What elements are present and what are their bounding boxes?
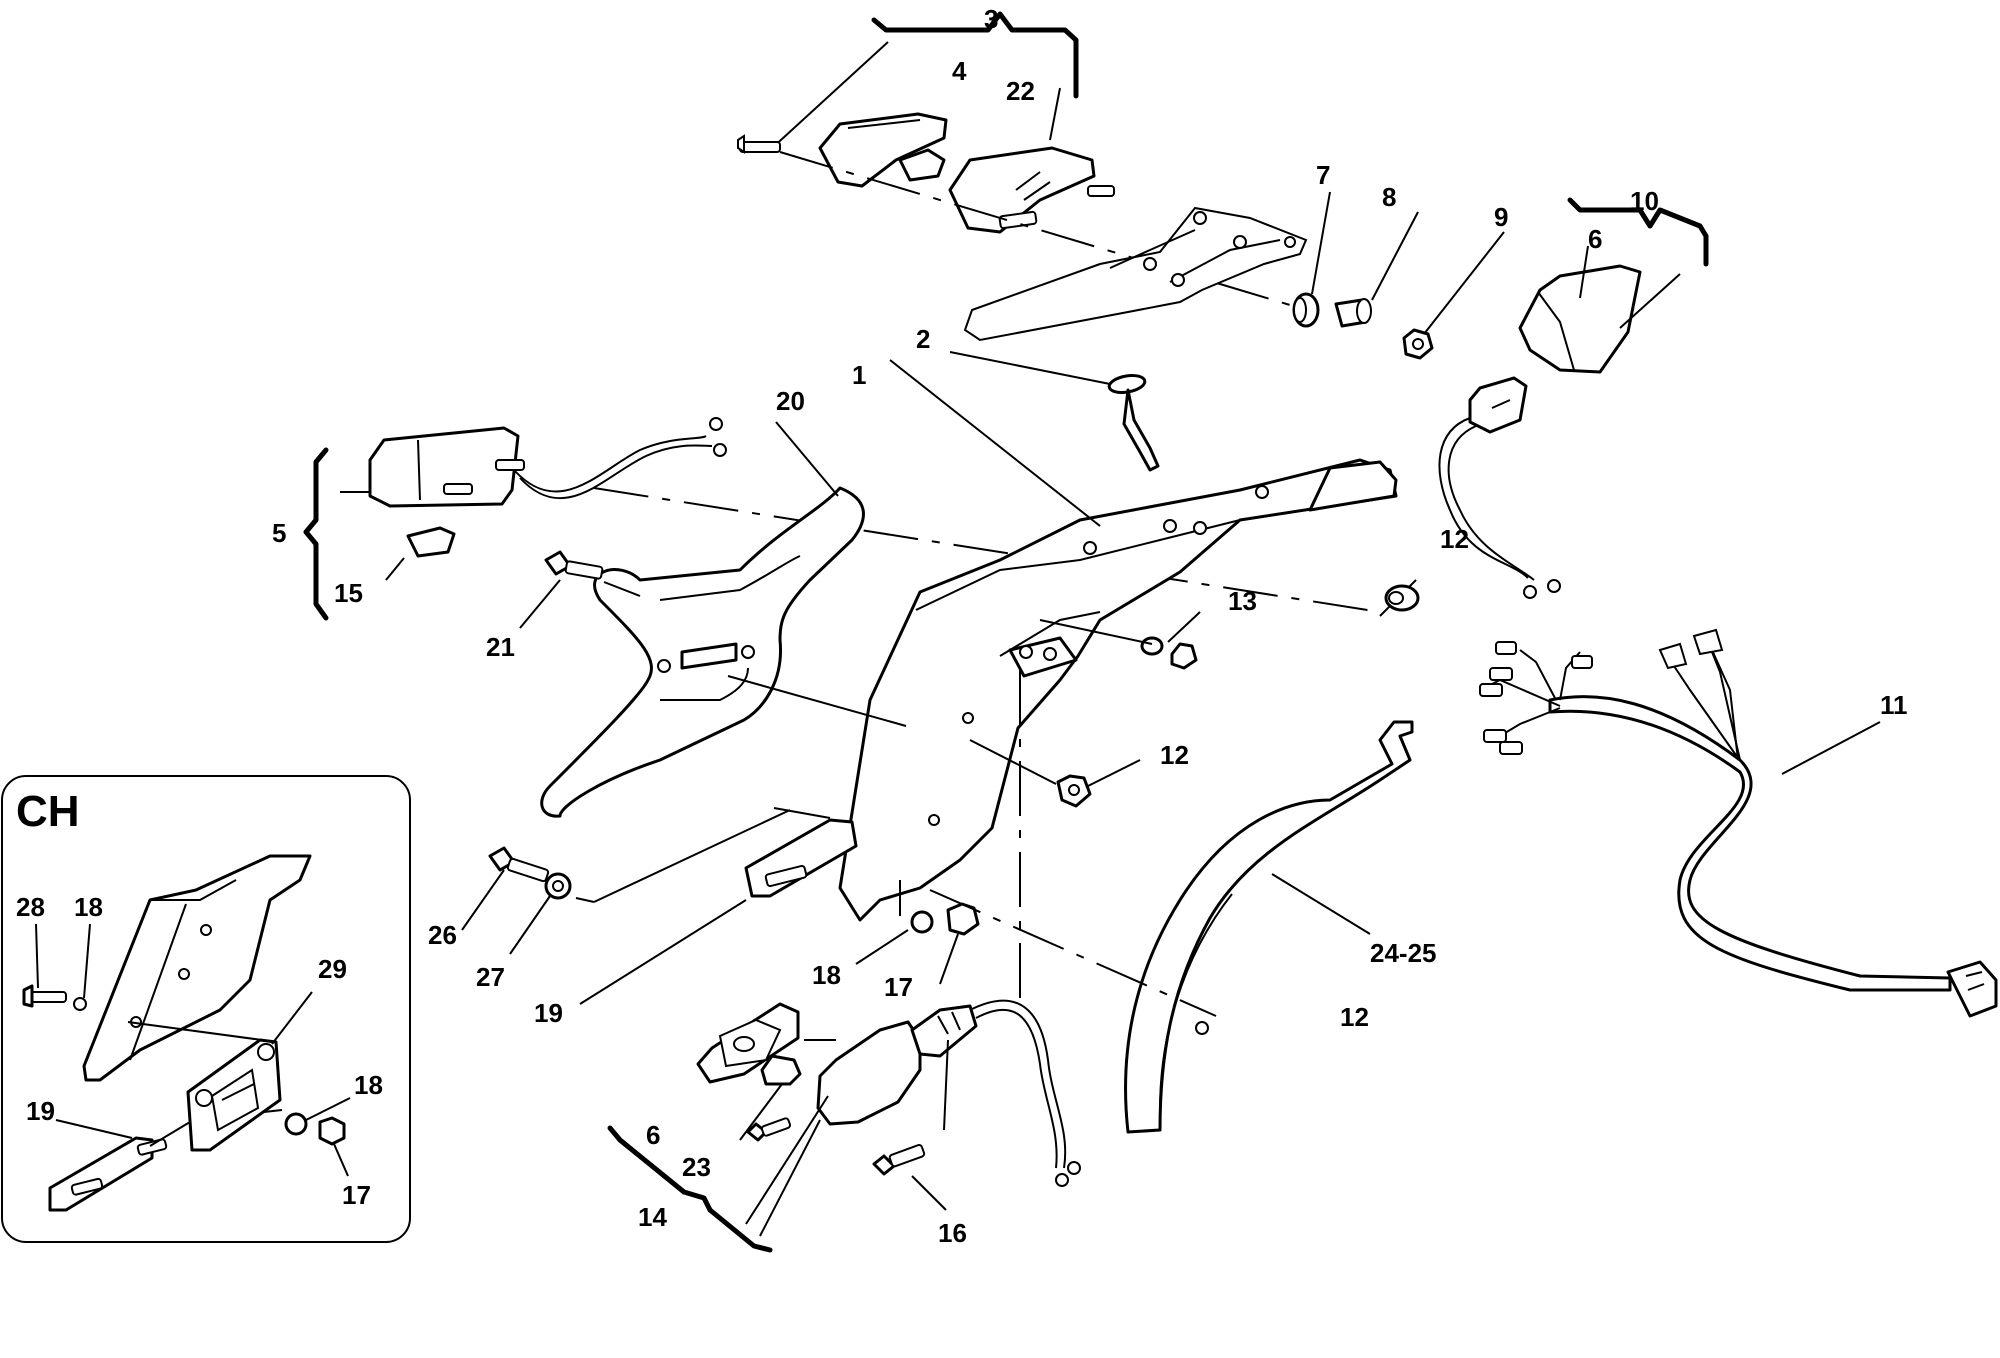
nut xyxy=(1056,774,1092,808)
tail-light-assembly xyxy=(737,11,1301,309)
rear-mudguard xyxy=(1124,720,1414,1134)
spacer-rubber xyxy=(1292,292,1320,328)
washer-and-nut xyxy=(1140,636,1198,670)
license-plate-holder xyxy=(540,486,865,818)
washer xyxy=(910,910,934,934)
label-27: 27 xyxy=(476,962,505,992)
tail-light-lens xyxy=(818,112,948,188)
rear-fender xyxy=(838,458,1398,922)
tail-light-screw xyxy=(737,134,781,154)
label-2: 2 xyxy=(916,324,930,354)
label-15: 15 xyxy=(334,578,363,608)
screw xyxy=(746,1117,792,1142)
label-3: 3 xyxy=(984,4,998,34)
label-5: 5 xyxy=(272,518,286,548)
license-plate-light xyxy=(303,417,727,621)
wiring-harness xyxy=(1479,628,1998,1018)
label-6-bottom: 6 xyxy=(646,1120,660,1150)
label-10: 10 xyxy=(1630,186,1659,216)
right-turn-signal xyxy=(1438,197,1709,599)
bushing xyxy=(1334,298,1372,328)
screw xyxy=(488,846,550,883)
inset-label-28: 28 xyxy=(16,892,45,922)
label-11: 11 xyxy=(1880,690,1908,720)
tail-light-bracket xyxy=(963,206,1308,342)
label-23: 23 xyxy=(682,1152,711,1182)
label-6-top: 6 xyxy=(1588,224,1602,254)
label-7: 7 xyxy=(1316,160,1330,190)
label-18: 18 xyxy=(812,960,841,990)
tail-light-bulb xyxy=(898,148,946,182)
inset-label-29: 29 xyxy=(318,954,347,984)
reflector xyxy=(744,818,858,898)
tail-light-housing xyxy=(948,146,1096,234)
label-21: 21 xyxy=(486,632,515,662)
inset-title: CH xyxy=(16,787,80,836)
nut xyxy=(1402,328,1434,360)
left-turn-signal xyxy=(607,999,1081,1253)
inset-label-19: 19 xyxy=(26,1096,55,1126)
label-19: 19 xyxy=(534,998,563,1028)
label-1: 1 xyxy=(852,360,866,390)
callout-labels: 3 4 22 7 8 9 10 6 2 1 20 5 15 21 12 13 1… xyxy=(16,4,1908,1248)
label-9: 9 xyxy=(1494,202,1508,232)
rubber-grommet xyxy=(1384,584,1420,612)
label-16: 16 xyxy=(938,1218,967,1248)
label-12-bottom: 12 xyxy=(1340,1002,1369,1032)
label-12-right: 12 xyxy=(1440,524,1469,554)
screw xyxy=(872,1144,926,1176)
label-20: 20 xyxy=(776,386,805,416)
inset-label-18-top: 18 xyxy=(74,892,103,922)
label-14: 14 xyxy=(638,1202,667,1232)
label-12-mid: 12 xyxy=(1160,740,1189,770)
rivet-pin xyxy=(1107,374,1160,472)
label-8: 8 xyxy=(1382,182,1396,212)
label-22: 22 xyxy=(1006,76,1035,106)
washer xyxy=(544,872,572,900)
label-17: 17 xyxy=(884,972,913,1002)
label-13: 13 xyxy=(1228,586,1257,616)
screw xyxy=(544,550,604,580)
ch-variant-inset: CH xyxy=(1,775,411,1243)
label-26: 26 xyxy=(428,920,457,950)
inset-label-18-bottom: 18 xyxy=(354,1070,383,1100)
label-24-25: 24-25 xyxy=(1370,938,1437,968)
inset-label-17: 17 xyxy=(342,1180,371,1210)
label-4: 4 xyxy=(952,56,967,86)
